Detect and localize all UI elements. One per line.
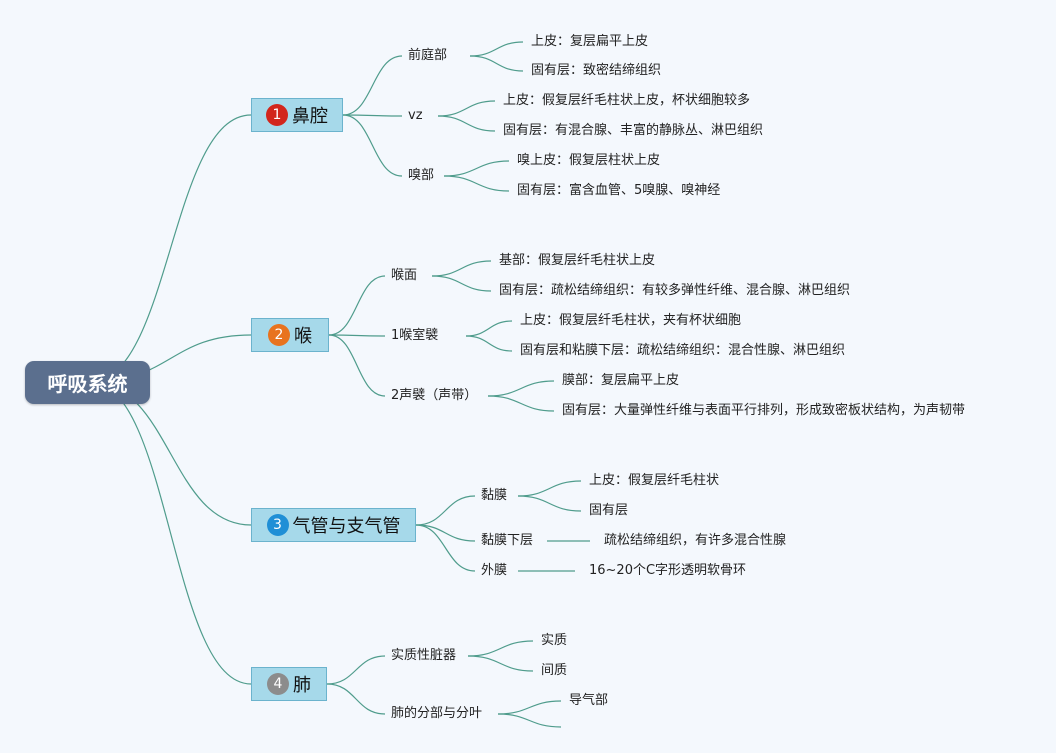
topic-to-subtopic-connector — [326, 655, 386, 685]
number-badge: 1 — [266, 104, 288, 126]
topic-label: 肺 — [293, 675, 311, 696]
number-badge: 2 — [268, 324, 290, 346]
leaf-node[interactable]: 固有层：疏松结缔组织：有较多弹性纤维、混合腺、淋巴组织 — [499, 283, 851, 298]
topic-label: 喉 — [294, 326, 312, 347]
subtopic-to-leaf-connector — [487, 395, 555, 412]
leaf-node[interactable]: 间质 — [541, 663, 568, 678]
subtopic-node[interactable]: 1喉室襞 — [391, 328, 439, 343]
topic-to-subtopic-connector — [342, 114, 403, 177]
subtopic-to-leaf-connector — [465, 335, 513, 352]
topic-to-subtopic-connector — [328, 334, 386, 397]
topic-to-subtopic-connector — [415, 524, 476, 542]
subtopic-node[interactable]: 外膜 — [481, 563, 508, 578]
leaf-node[interactable]: 固有层：大量弹性纤维与表面平行排列，形成致密板状结构，为声韧带 — [562, 403, 966, 418]
leaf-node[interactable]: 膜部：复层扁平上皮 — [562, 373, 680, 388]
root-to-topic-connector — [89, 114, 252, 383]
topic-label: 鼻腔 — [292, 106, 328, 127]
leaf-node[interactable]: 基部：假复层纤毛柱状上皮 — [499, 253, 656, 268]
topic-to-subtopic-connector — [415, 524, 476, 572]
leaf-node[interactable]: 疏松结缔组织，有许多混合性腺 — [604, 533, 787, 548]
leaf-node[interactable]: 固有层：有混合腺、丰富的静脉丛、淋巴组织 — [503, 123, 764, 138]
subtopic-to-leaf-connector — [437, 115, 496, 132]
subtopic-to-leaf-connector — [431, 275, 492, 292]
leaf-node[interactable]: 上皮：假复层纤毛柱状 — [589, 473, 720, 488]
subtopic-to-leaf-connector — [431, 260, 492, 277]
leaf-node[interactable]: 嗅上皮：假复层柱状上皮 — [517, 153, 661, 168]
topic-to-subtopic-connector — [326, 683, 386, 715]
leaf-node[interactable]: 固有层：富含血管、5嗅腺、嗅神经 — [517, 183, 721, 198]
subtopic-to-leaf-connector — [497, 700, 562, 715]
subtopic-node[interactable]: 肺的分部与分叶 — [391, 706, 483, 721]
topic-to-subtopic-connector — [415, 495, 476, 526]
topic-to-subtopic-connector — [342, 55, 403, 116]
subtopic-node[interactable]: 黏膜 — [481, 488, 508, 503]
number-badge: 4 — [267, 673, 289, 695]
subtopic-to-leaf-connector — [487, 380, 555, 397]
leaf-node[interactable]: 实质 — [541, 633, 568, 648]
leaf-node[interactable]: 导气部 — [569, 693, 609, 708]
subtopic-node[interactable]: 黏膜下层 — [481, 533, 534, 548]
leaf-node[interactable]: 16~20个C字形透明软骨环 — [589, 563, 747, 578]
leaf-node[interactable]: 固有层 — [589, 503, 629, 518]
leaf-node[interactable]: 上皮：假复层纤毛柱状上皮，杯状细胞较多 — [503, 93, 751, 108]
topic-label: 气管与支气管 — [292, 516, 401, 537]
subtopic-node[interactable]: 实质性脏器 — [391, 648, 457, 663]
subtopic-to-leaf-connector — [469, 41, 524, 57]
subtopic-to-leaf-connector — [467, 640, 534, 657]
subtopic-node[interactable]: 2声襞（声带） — [391, 388, 478, 403]
topic-to-subtopic-connector — [342, 114, 403, 117]
root-node[interactable]: 呼吸系统 — [25, 361, 150, 404]
subtopic-to-leaf-connector — [517, 480, 582, 497]
leaf-node[interactable]: 上皮：复层扁平上皮 — [531, 34, 649, 49]
leaf-node[interactable]: 上皮：假复层纤毛柱状，夹有杯状细胞 — [520, 313, 742, 328]
subtopic-node[interactable]: 嗅部 — [408, 168, 435, 183]
topic-to-subtopic-connector — [328, 275, 386, 336]
subtopic-to-leaf-connector — [517, 495, 582, 512]
subtopic-node[interactable]: 前庭部 — [408, 48, 448, 63]
leaf-node[interactable]: 固有层：致密结缔组织 — [531, 63, 662, 78]
subtopic-to-leaf-connector — [497, 713, 562, 728]
subtopic-to-leaf-connector — [443, 160, 510, 177]
topic-to-subtopic-connector — [328, 334, 386, 337]
subtopic-to-leaf-connector — [469, 55, 524, 72]
number-badge: 3 — [266, 514, 289, 536]
subtopic-to-leaf-connector — [443, 175, 510, 192]
subtopic-to-leaf-connector — [467, 655, 534, 672]
root-to-topic-connector — [89, 381, 252, 685]
subtopic-node[interactable]: vz — [408, 108, 423, 123]
leaf-node[interactable]: 固有层和粘膜下层：疏松结缔组织：混合性腺、淋巴组织 — [520, 343, 846, 358]
subtopic-to-leaf-connector — [437, 100, 496, 117]
subtopic-to-leaf-connector — [465, 320, 513, 337]
subtopic-node[interactable]: 喉面 — [391, 268, 418, 283]
